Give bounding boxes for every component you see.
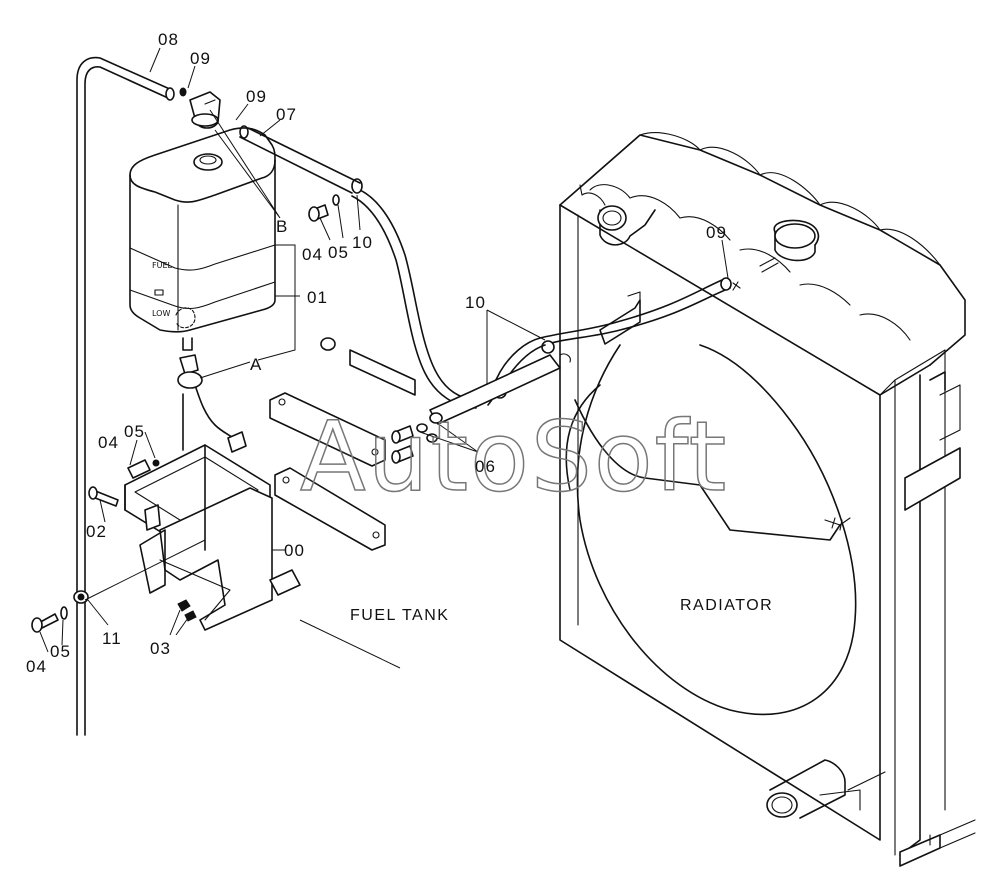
label-A: A — [250, 355, 262, 374]
label-01: 01 — [307, 288, 328, 307]
long-hose — [73, 56, 187, 736]
radiator-caption: RADIATOR — [680, 597, 773, 614]
label-00: 00 — [284, 541, 305, 560]
label-09-top: 09 — [190, 49, 211, 68]
label-10-top: 10 — [352, 233, 373, 252]
tank-low-marking: LOW — [152, 309, 170, 318]
label-09-mid: 09 — [246, 87, 267, 106]
fuel-tank-caption: FUEL TANK — [350, 607, 449, 624]
label-09-right: 09 — [706, 223, 727, 242]
hose-clamp-10 — [541, 340, 555, 354]
label-07: 07 — [276, 105, 297, 124]
tank-fuel-marking: FUEL — [152, 261, 173, 270]
label-08: 08 — [158, 30, 179, 49]
label-04-bottom: 04 — [26, 657, 47, 676]
overflow-hose — [239, 125, 741, 425]
label-10-mid: 10 — [465, 293, 486, 312]
label-11: 11 — [102, 629, 122, 648]
hose-end-09 — [720, 277, 732, 291]
watermark: AutoSoft — [300, 401, 728, 513]
label-04-left: 04 — [98, 433, 119, 452]
label-04-top: 04 — [302, 245, 323, 264]
bolts — [31, 194, 443, 633]
label-02: 02 — [86, 522, 107, 541]
radiator — [559, 132, 976, 867]
reserve-tank: FUEL LOW — [129, 91, 276, 453]
label-03: 03 — [150, 639, 171, 658]
label-05-top: 05 — [328, 243, 349, 262]
leader-lines — [39, 47, 729, 669]
label-06: 06 — [475, 457, 496, 476]
label-B: B — [276, 217, 288, 236]
label-05-bottom: 05 — [50, 642, 71, 661]
label-05-left: 05 — [124, 422, 145, 441]
tank-bracket — [88, 392, 386, 631]
